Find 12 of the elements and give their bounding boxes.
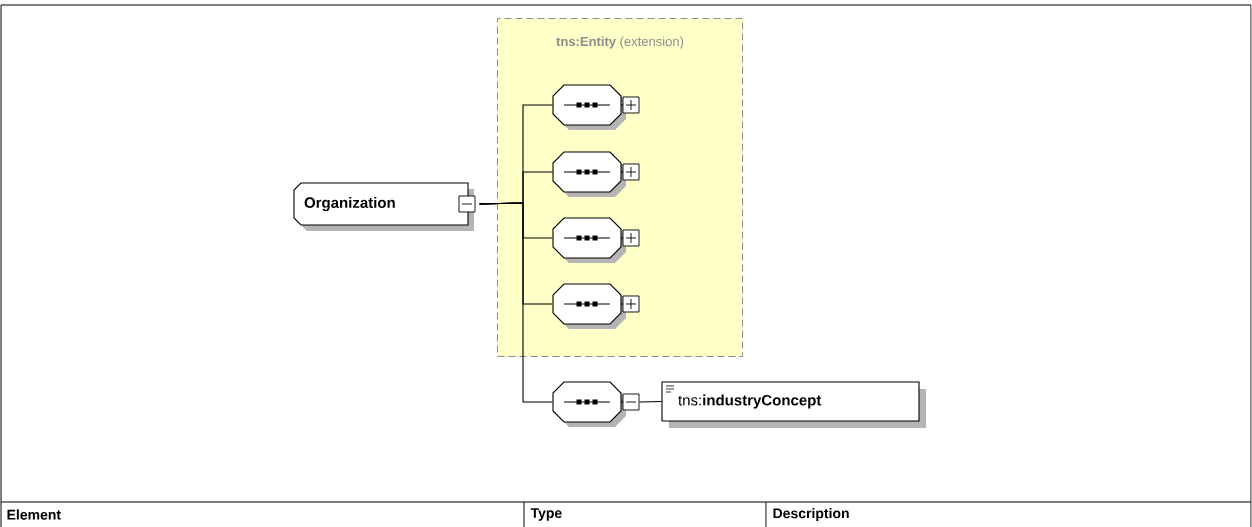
sequence-compositor [552, 283, 640, 329]
connector [479, 202, 553, 403]
sequence-compositor [552, 381, 640, 427]
element-box: tns:industryConcept [661, 381, 926, 428]
table-header: Type [530, 508, 562, 521]
connector [639, 400, 662, 403]
sequence-compositor [552, 217, 640, 263]
sequence-compositor [552, 151, 640, 197]
table-header: Description [773, 507, 849, 521]
sequence-compositor [552, 84, 640, 130]
table-header: Element [7, 509, 61, 520]
element-box: Organization [293, 182, 476, 231]
